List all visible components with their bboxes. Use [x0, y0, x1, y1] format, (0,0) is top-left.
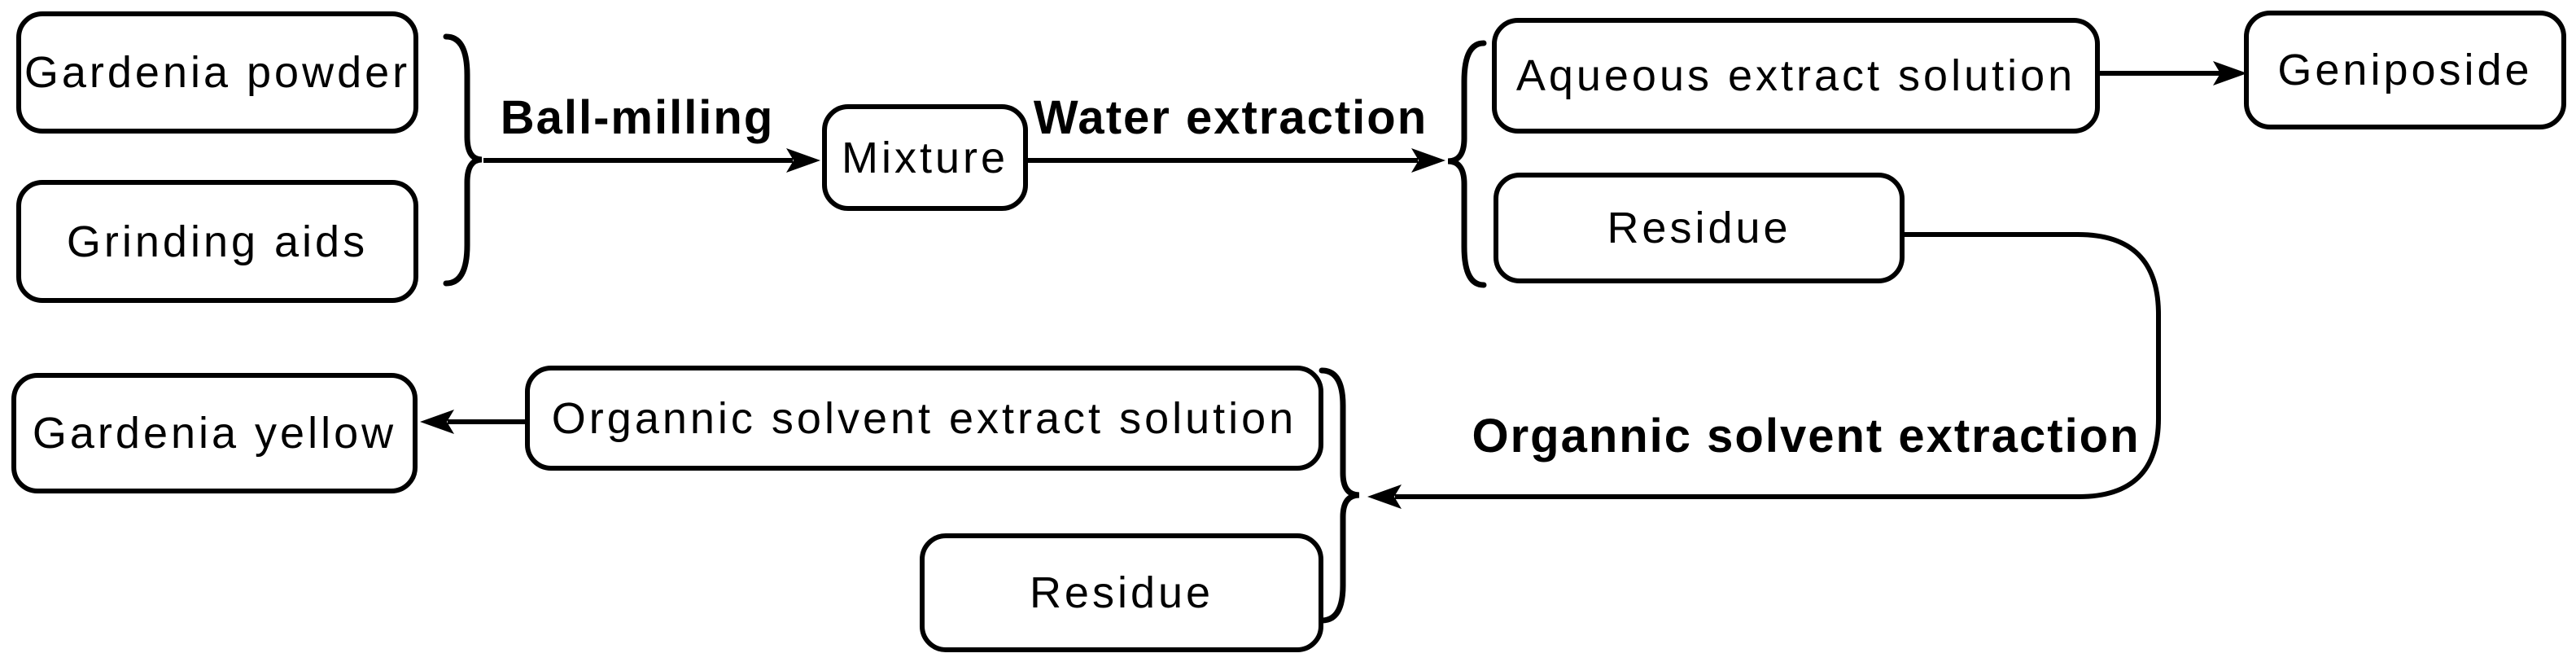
node-residue-water: Residue [1494, 173, 1905, 283]
node-label: Gardenia powder [24, 48, 411, 97]
organic-extraction-connector [1367, 232, 2161, 509]
node-geniposide: Geniposide [2244, 11, 2566, 129]
node-label: Residue [1029, 568, 1214, 617]
geniposide-arrow [2100, 61, 2247, 85]
node-grinding-aids: Grinding aids [16, 180, 418, 303]
node-label: Residue [1607, 204, 1791, 252]
ball-milling-arrow [483, 148, 820, 173]
node-label: Mixture [841, 133, 1009, 182]
node-residue-organic: Residue [920, 533, 1323, 652]
node-label: Gardenia yellow [32, 409, 397, 458]
water-outputs-brace [1447, 40, 1487, 288]
node-label: Grinding aids [66, 217, 369, 266]
water-extraction-arrow [1028, 148, 1445, 173]
node-gardenia-powder: Gardenia powder [16, 11, 418, 134]
gardenia-yellow-arrow [420, 410, 525, 434]
label-ball-milling: Ball-milling [500, 91, 775, 144]
node-label: Organnic solvent extract solution [551, 393, 1297, 443]
label-water-extraction: Water extraction [1033, 91, 1428, 144]
node-organnic-solvent-extract-solution: Organnic solvent extract solution [525, 366, 1323, 471]
node-mixture: Mixture [822, 104, 1028, 211]
label-organic-solvent-extraction: Organnic solvent extraction [1472, 410, 2141, 463]
node-aqueous-extract-solution: Aqueous extract solution [1492, 18, 2100, 134]
node-label: Geniposide [2277, 46, 2533, 94]
node-gardenia-yellow: Gardenia yellow [11, 373, 418, 493]
inputs-brace [443, 33, 483, 287]
organic-outputs-brace [1319, 367, 1360, 624]
node-label: Aqueous extract solution [1515, 51, 2076, 100]
